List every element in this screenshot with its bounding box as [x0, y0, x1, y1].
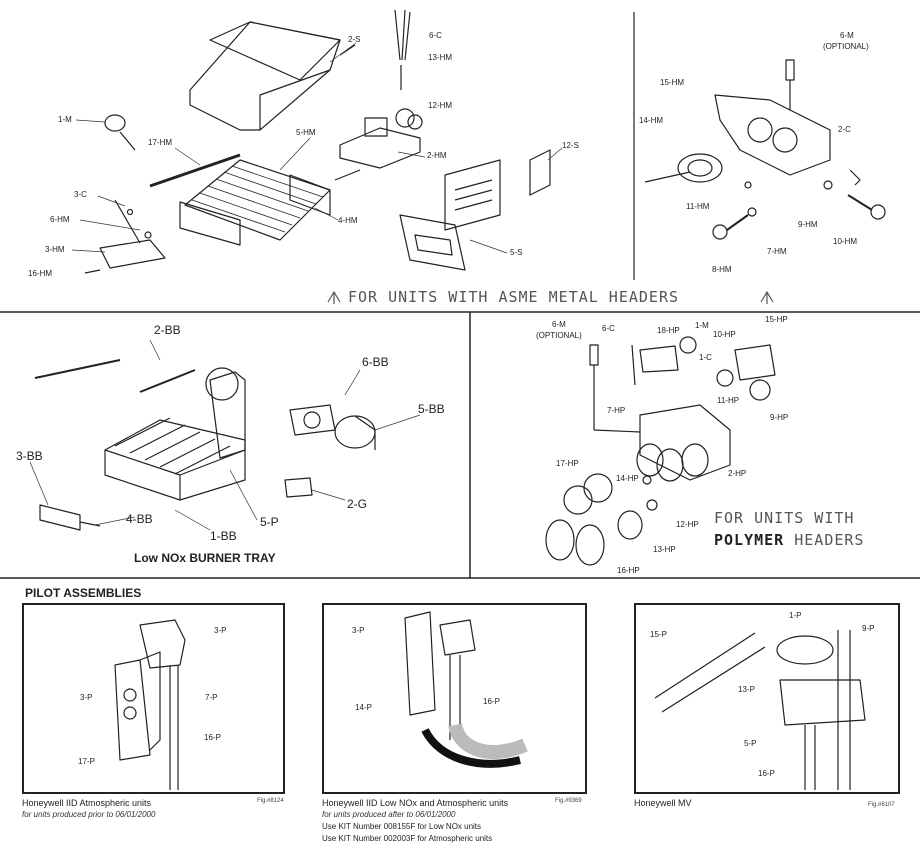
label-17-hm: 17-HM: [148, 138, 173, 147]
panel2-fig: Fig.#9369: [555, 798, 582, 804]
pilot-panel-2: [322, 603, 587, 794]
label-16-hp: 16-HP: [617, 566, 640, 575]
label-6-bb: 6-BB: [362, 355, 389, 369]
label-2-bb: 2-BB: [154, 323, 181, 337]
label-6-c: 6-C: [429, 31, 442, 40]
label-13-hm: 13-HM: [428, 53, 453, 62]
label-p3-16-p: 16-P: [758, 769, 775, 778]
label-p3-15-p: 15-P: [650, 630, 667, 639]
label-14-hm: 14-HM: [639, 116, 664, 125]
label-9-hm: 9-HM: [798, 220, 818, 229]
label-p1-16-p: 16-P: [204, 733, 221, 742]
headers-word: HEADERS: [794, 531, 865, 549]
label-12-hm: 12-HM: [428, 101, 453, 110]
label-2-s: 2-S: [348, 35, 361, 44]
label-poly-6-m: 6-M: [552, 320, 566, 329]
label-p3-9-p: 9-P: [862, 624, 875, 633]
label-5-bb: 5-BB: [418, 402, 445, 416]
label-p3-1-p: 1-P: [789, 611, 802, 620]
label-poly-1-c: 1-C: [699, 353, 712, 362]
polymer-word: POLYMER: [714, 531, 785, 549]
label-poly-optional: (OPTIONAL): [536, 331, 582, 340]
label-optional: (OPTIONAL): [823, 42, 869, 51]
label-5-hm: 5-HM: [296, 128, 316, 137]
label-15-hp: 15-HP: [765, 315, 788, 324]
label-10-hm: 10-HM: [833, 237, 858, 246]
panel2-title: Honeywell IID Low NOx and Atmospheric un…: [322, 798, 509, 808]
label-11-hm: 11-HM: [686, 202, 710, 211]
label-12-hp: 12-HP: [676, 520, 699, 529]
panel3-title: Honeywell MV: [634, 798, 692, 808]
label-8-hm: 8-HM: [712, 265, 732, 274]
panel3-fig: Fig.#8107: [868, 802, 895, 808]
label-15-hm: 15-HM: [660, 78, 685, 87]
label-2-hm: 2-HM: [427, 151, 447, 160]
pilot-panel-3: [634, 603, 900, 794]
panel1-title: Honeywell IID Atmospheric units: [22, 798, 152, 808]
pilot-panel-1: [22, 603, 285, 794]
label-5-p: 5-P: [260, 515, 279, 529]
panel2-note: for units produced after to 06/01/2000: [322, 810, 456, 819]
label-p2-3-p: 3-P: [352, 626, 365, 635]
label-p2-16-p: 16-P: [483, 697, 500, 706]
asme-caption: FOR UNITS WITH ASME METAL HEADERS: [348, 288, 680, 306]
label-p3-5-p: 5-P: [744, 739, 757, 748]
label-p3-13-p: 13-P: [738, 685, 755, 694]
polymer-caption-line2: POLYMER HEADERS: [714, 531, 864, 549]
panel1-note: for units produced prior to 06/01/2000: [22, 810, 156, 819]
burner-tray-title: Low NOx BURNER TRAY: [134, 551, 276, 565]
label-3-bb: 3-BB: [16, 449, 43, 463]
panel1-fig: Fig.#8124: [257, 798, 284, 804]
label-1-m: 1-M: [58, 115, 72, 124]
label-p1-3-p-top: 3-P: [214, 626, 227, 635]
label-12-s: 12-S: [562, 141, 579, 150]
label-18-hp: 18-HP: [657, 326, 680, 335]
label-7-hp: 7-HP: [607, 406, 626, 415]
label-17-hp: 17-HP: [556, 459, 579, 468]
label-4-hm: 4-HM: [338, 216, 358, 225]
label-3-c: 3-C: [74, 190, 87, 199]
label-2-c: 2-C: [838, 125, 851, 134]
label-2-g: 2-G: [347, 497, 368, 511]
panel2-kit1: Use KIT Number 008155F for Low NOx units: [322, 822, 482, 831]
polymer-caption-line1: FOR UNITS WITH: [714, 509, 855, 527]
label-p1-7-p: 7-P: [205, 693, 218, 702]
label-7-hm: 7-HM: [767, 247, 787, 256]
label-13-hp: 13-HP: [653, 545, 676, 554]
label-p1-17-p: 17-P: [78, 757, 95, 766]
pilot-assemblies-heading: PILOT ASSEMBLIES: [25, 586, 142, 600]
label-p2-14-p: 14-P: [355, 703, 372, 712]
label-6-m: 6-M: [840, 31, 854, 40]
label-poly-6-c: 6-C: [602, 324, 615, 333]
label-2-hp: 2-HP: [728, 469, 747, 478]
label-11-hp: 11-HP: [717, 396, 740, 405]
label-16-hm: 16-HM: [28, 269, 53, 278]
label-6-hm: 6-HM: [50, 215, 70, 224]
label-4-bb: 4-BB: [126, 512, 153, 526]
label-p1-3-p-left: 3-P: [80, 693, 93, 702]
label-14-hp: 14-HP: [616, 474, 639, 483]
label-5-s: 5-S: [510, 248, 523, 257]
label-1-bb: 1-BB: [210, 529, 237, 543]
label-3-hm: 3-HM: [45, 245, 65, 254]
label-9-hp: 9-HP: [770, 413, 789, 422]
label-10-hp: 10-HP: [713, 330, 736, 339]
panel2-kit2: Use KIT Number 002003F for Atmospheric u…: [322, 834, 493, 843]
label-poly-1-m: 1-M: [695, 321, 709, 330]
